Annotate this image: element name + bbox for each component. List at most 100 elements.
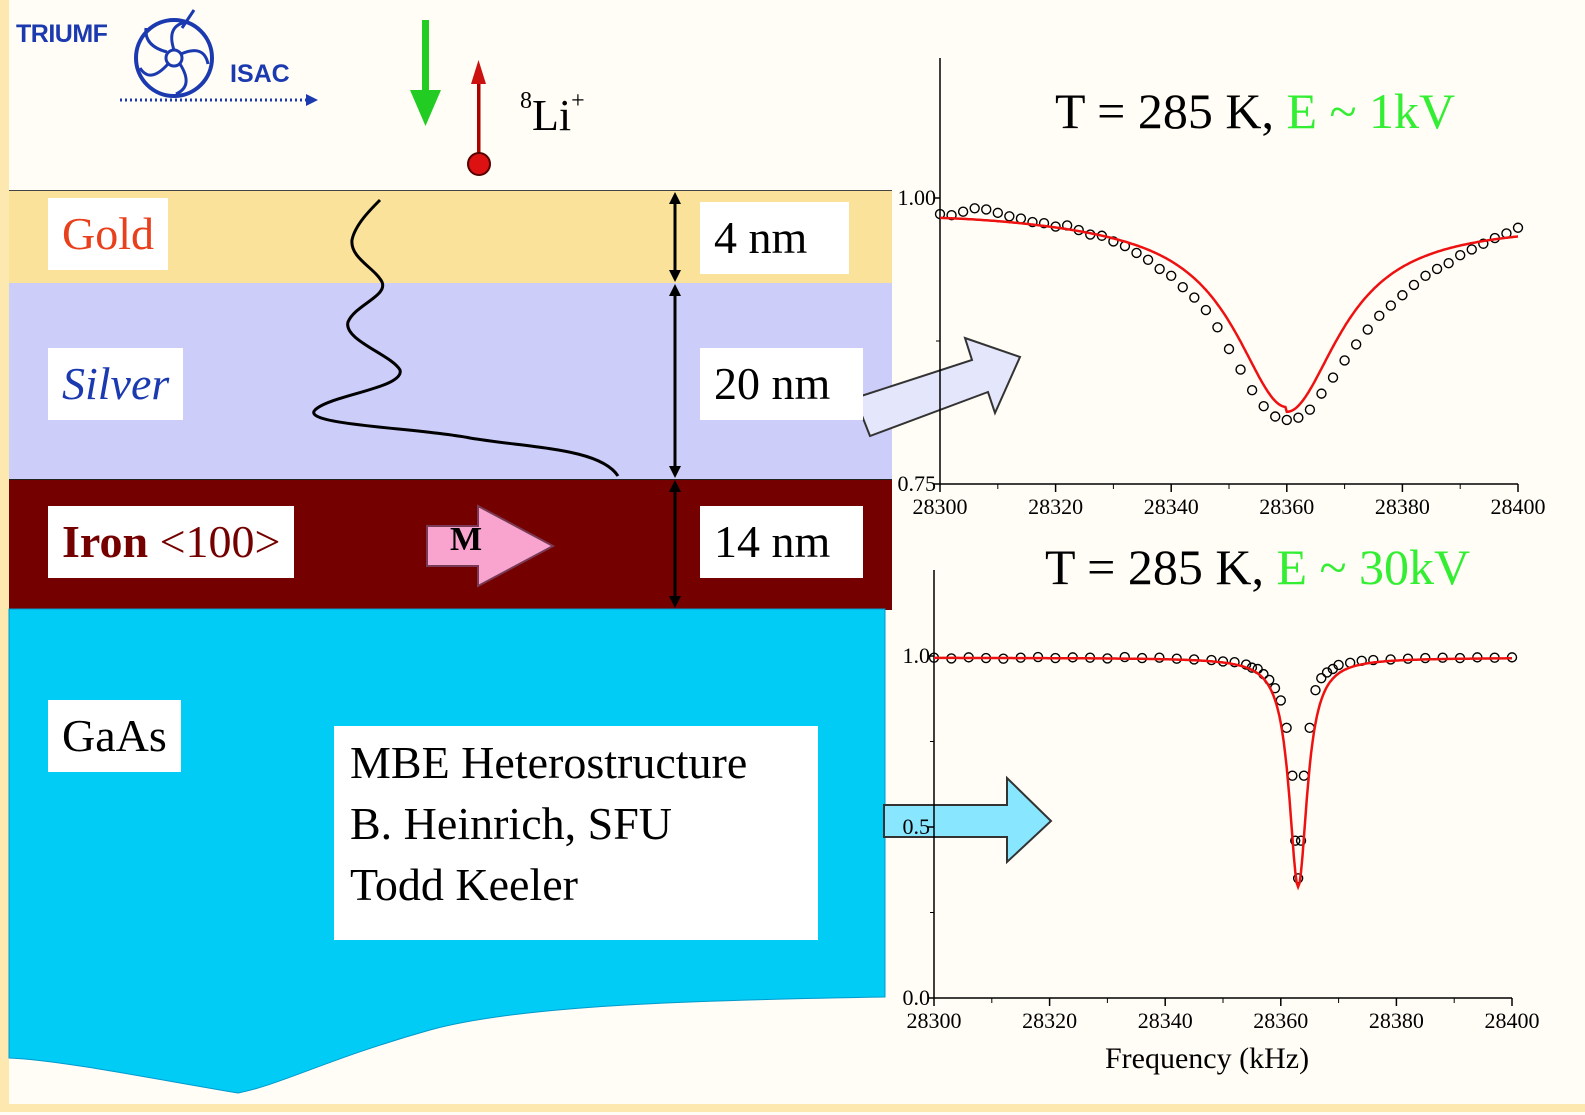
chart-top-x-tick-label: 28360 [1259, 494, 1314, 519]
chart-top-data-point [1512, 222, 1524, 233]
chart-bottom-x-tick-label: 28340 [1138, 1008, 1193, 1033]
chart-top-data-point [1108, 236, 1119, 247]
chart-bottom-data-point [1368, 654, 1379, 666]
chart-top-data-point [1246, 384, 1258, 396]
chart-bottom-fit-curve [934, 656, 1512, 891]
gold-thickness: 4 nm [700, 202, 849, 274]
chart-top-data-point [1431, 263, 1443, 275]
chart-top-data-point [1339, 355, 1350, 366]
chart-top-data-point [981, 204, 992, 215]
chart-top-data-point [1166, 270, 1177, 281]
chart-top-data-point [1189, 292, 1200, 303]
chart-top-data-point [1362, 324, 1373, 335]
chart-top-data-point [1408, 279, 1420, 291]
magnetization-label: M [450, 521, 483, 558]
chart-bottom-data-point [1119, 651, 1130, 663]
chart-bottom-data-point [1281, 722, 1292, 734]
iron-thickness: 14 nm [700, 506, 863, 578]
chart-top-x-tick-label: 28380 [1375, 494, 1430, 519]
chart-top-data-point [946, 209, 957, 221]
spin-arrow-icon [471, 60, 486, 84]
gold-label: Gold [48, 198, 168, 270]
chart-top-data-point [1258, 401, 1269, 412]
chart-top-data-point [1466, 244, 1477, 255]
chart-top-data-point [1293, 412, 1304, 423]
heterostructure-note: MBE Heterostructure B. Heinrich, SFU Tod… [334, 726, 818, 940]
chart-bottom-data-point [1290, 835, 1301, 846]
beam-arrows [410, 20, 491, 176]
slide-border-bottom [0, 1104, 1585, 1112]
chart-top-data-point [1270, 411, 1281, 422]
chart-top-data-point [1455, 249, 1466, 261]
chart-top-data-point [1304, 404, 1316, 415]
chart-top-data-point [1027, 216, 1038, 228]
chart-top-data-point [1327, 372, 1339, 383]
chart-bottom-title-prefix: T = 285 K, [1045, 539, 1264, 595]
chart-top-data-point [1223, 343, 1235, 355]
chart-top-data-point [1038, 217, 1050, 229]
chart-bottom-title-energy: E ~ 30kV [1276, 539, 1471, 595]
chart-bottom-xlabel: Frequency (kHz) [1105, 1042, 1310, 1075]
note-line-3: Todd Keeler [350, 859, 578, 910]
chart-top-data-point [1142, 254, 1154, 265]
chart-bottom-x-tick-label: 28360 [1253, 1008, 1308, 1033]
chart-top-fit-curve [940, 216, 1519, 414]
chart-top-data-point [1420, 270, 1431, 281]
chart-top-data-point [1397, 290, 1408, 301]
chart-top-data-point [1374, 310, 1385, 322]
chart-top-title-prefix: T = 285 K, [1055, 83, 1274, 139]
iron-label-orientation: <100> [159, 516, 281, 567]
beam-direction-arrow-shaft [422, 20, 429, 92]
chart-top-y-tick-label: 0.75 [898, 471, 937, 496]
triumf-isac-logo: TRIUMF ISAC [16, 6, 326, 106]
silver-thickness: 20 nm [700, 348, 863, 420]
chart-bottom-data-point [1154, 652, 1165, 663]
chart-bottom-data-point [1310, 684, 1321, 696]
chart-bottom-x-tick-label: 28380 [1369, 1008, 1424, 1033]
chart-bottom-data-point [1304, 722, 1315, 734]
chart-top-data-point [1177, 282, 1188, 293]
chart-top: 28300 28320 28340 28360 28380 28400 0.75 1.00 [898, 58, 1546, 519]
gaas-label: GaAs [48, 700, 181, 772]
chart-top-data-point [1131, 247, 1142, 259]
chart-top-data-point [1443, 258, 1454, 269]
chart-top-data-point [992, 207, 1004, 219]
chart-top-data-point [1235, 364, 1246, 375]
note-line-2: B. Heinrich, SFU [350, 798, 672, 849]
chart-bottom-title: T = 285 K, E ~ 30kV [1045, 538, 1470, 596]
beam-indicator: 8Li+ [410, 18, 610, 183]
chart-top-x-tick-label: 28300 [913, 494, 968, 519]
chart-bottom-y-tick-label: 0.0 [903, 985, 931, 1010]
chart-top-x-tick-label: 28320 [1028, 494, 1083, 519]
chart-bottom-data-point [1333, 659, 1344, 671]
chart-top-data-point [1350, 339, 1362, 350]
note-line-1: MBE Heterostructure [350, 737, 748, 788]
chart-top-data-point [1212, 322, 1223, 333]
logo-text-triumf: TRIUMF [16, 20, 108, 48]
iron-label: Iron <100> [48, 506, 295, 578]
chart-bottom-x-tick-label: 28320 [1022, 1008, 1077, 1033]
silver-label: Silver [48, 348, 184, 420]
beam-direction-arrow-icon [410, 90, 441, 126]
chart-bottom-data-point [1240, 659, 1252, 670]
li-symbol: Li [532, 91, 572, 140]
li-ion-dot [467, 152, 491, 176]
chart-top-y-tick-label: 1.00 [898, 185, 937, 210]
chart-top-data-point [1200, 304, 1212, 316]
chart-bottom-data-point [1321, 667, 1333, 678]
logo-wheel-icon [120, 9, 318, 106]
chart-bottom-x-tick-label: 28400 [1485, 1008, 1540, 1033]
chart-bottom-x-tick-label: 28300 [907, 1008, 962, 1033]
chart-top-data-point [1316, 388, 1327, 399]
chart-bottom-data-point [1275, 695, 1286, 706]
chart-bottom-data-point [1385, 654, 1396, 665]
chart-top-data-point [1385, 300, 1397, 311]
logo-text-isac: ISAC [230, 60, 290, 88]
chart-top-x-tick-label: 28400 [1491, 494, 1546, 519]
chart-top-x-tick-label: 28340 [1144, 494, 1199, 519]
chart-top-title-energy: E ~ 1kV [1286, 83, 1456, 139]
chart-top-data-point [1281, 414, 1292, 426]
chart-top-data-point [1004, 211, 1015, 222]
